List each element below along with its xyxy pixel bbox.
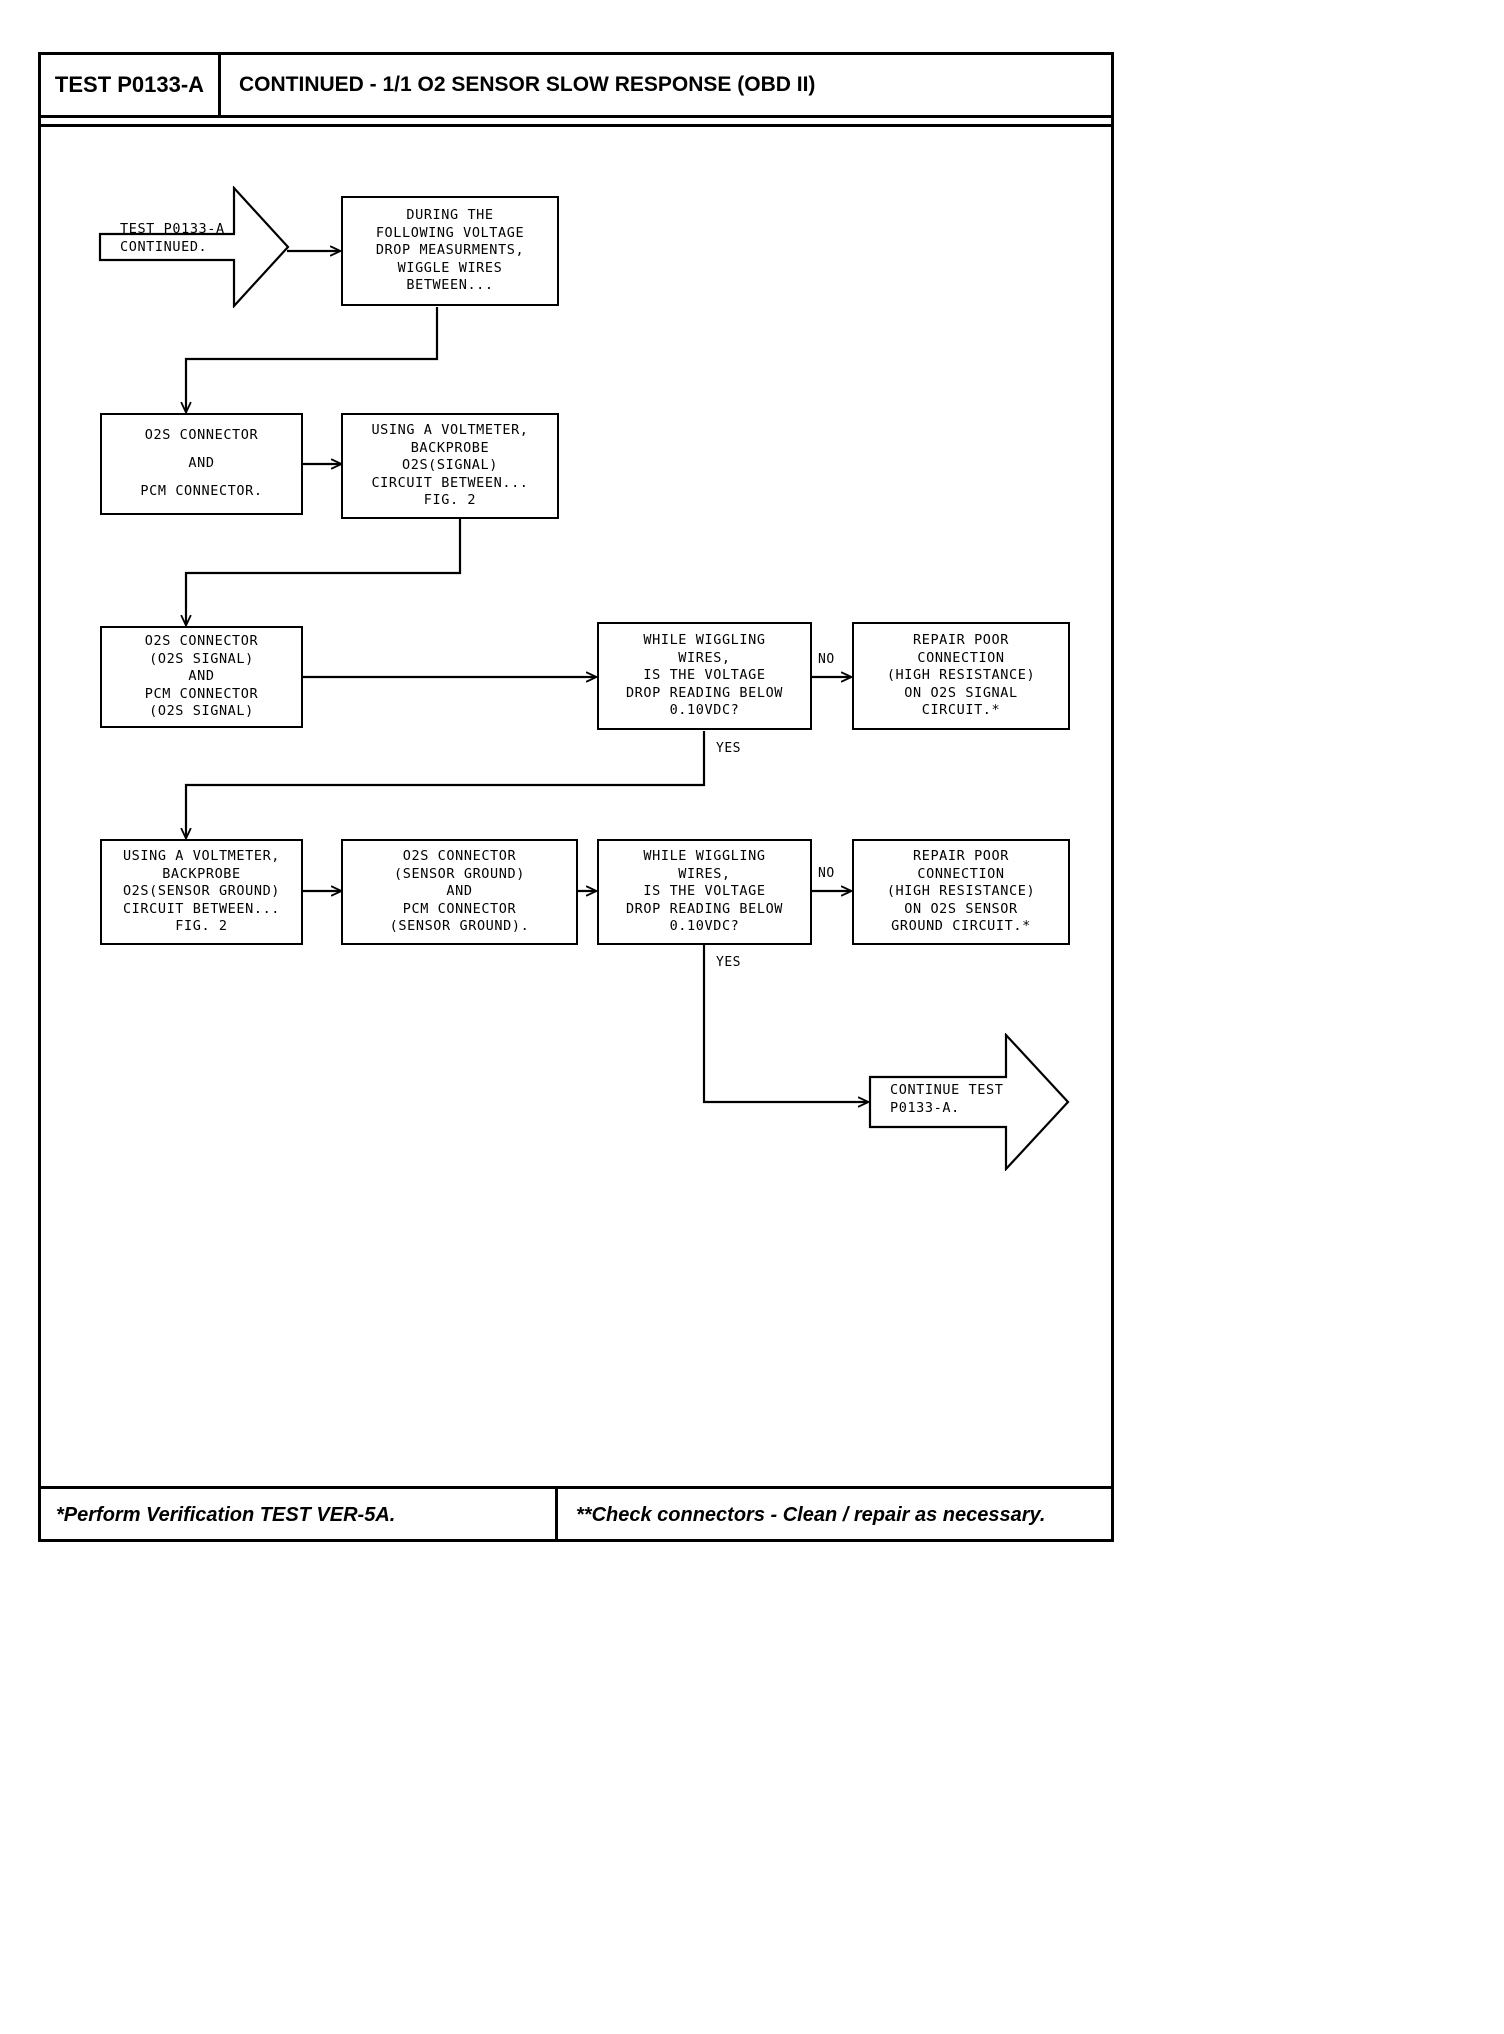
box-repair-ground: REPAIR POOR CONNECTION (HIGH RESISTANCE)… <box>852 839 1070 945</box>
start-arrow-callout: TEST P0133-A CONTINUED. <box>98 185 290 309</box>
box-voltmeter-signal: USING A VOLTMETER, BACKPROBE O2S(SIGNAL)… <box>341 413 559 519</box>
footer-note-right-cell: **Check connectors - Clean / repair as n… <box>558 1489 1114 1542</box>
footer-note-left: *Perform Verification TEST VER-5A. <box>56 1504 396 1526</box>
box-voltmeter-signal-text: USING A VOLTMETER, BACKPROBE O2S(SIGNAL)… <box>371 422 529 509</box>
edge-label-yes-ground: YES <box>716 955 741 970</box>
decision-signal-text: WHILE WIGGLING WIRES, IS THE VOLTAGE DRO… <box>625 632 784 719</box>
box-voltmeter-ground-text: USING A VOLTMETER, BACKPROBE O2S(SENSOR … <box>122 848 281 935</box>
footer-note-right: **Check connectors - Clean / repair as n… <box>576 1504 1046 1526</box>
end-arrow-callout: CONTINUE TEST P0133-A. <box>868 1032 1070 1172</box>
decision-ground-text: WHILE WIGGLING WIRES, IS THE VOLTAGE DRO… <box>625 848 784 935</box>
header-bar: TEST P0133-A CONTINUED - 1/1 O2 SENSOR S… <box>38 52 1114 118</box>
edge-label-no-signal: NO <box>818 652 835 667</box>
box-connectors: O2S CONNECTOR AND PCM CONNECTOR. <box>100 413 303 515</box>
box-signal-points: O2S CONNECTOR (O2S SIGNAL) AND PCM CONNE… <box>100 626 303 728</box>
decision-ground: WHILE WIGGLING WIRES, IS THE VOLTAGE DRO… <box>597 839 812 945</box>
box-wiggle-intro-text: DURING THE FOLLOWING VOLTAGE DROP MEASUR… <box>375 207 525 294</box>
box-repair-signal-text: REPAIR POOR CONNECTION (HIGH RESISTANCE)… <box>886 632 1036 719</box>
edge-label-no-ground: NO <box>818 866 835 881</box>
box-wiggle-intro: DURING THE FOLLOWING VOLTAGE DROP MEASUR… <box>341 196 559 306</box>
box-voltmeter-ground: USING A VOLTMETER, BACKPROBE O2S(SENSOR … <box>100 839 303 945</box>
header-title-cell: CONTINUED - 1/1 O2 SENSOR SLOW RESPONSE … <box>221 55 1111 115</box>
end-arrow-label: CONTINUE TEST P0133-A. <box>890 1082 1004 1117</box>
edge-label-yes-signal: YES <box>716 741 741 756</box>
footer-bar: *Perform Verification TEST VER-5A. **Che… <box>38 1486 1114 1542</box>
box-repair-ground-text: REPAIR POOR CONNECTION (HIGH RESISTANCE)… <box>886 848 1036 935</box>
page-title: CONTINUED - 1/1 O2 SENSOR SLOW RESPONSE … <box>239 73 816 96</box>
header-divider-rule <box>38 124 1114 127</box>
box-ground-points: O2S CONNECTOR (SENSOR GROUND) AND PCM CO… <box>341 839 578 945</box>
box-signal-points-text: O2S CONNECTOR (O2S SIGNAL) AND PCM CONNE… <box>144 633 259 720</box>
box-repair-signal: REPAIR POOR CONNECTION (HIGH RESISTANCE)… <box>852 622 1070 730</box>
header-test-id: TEST P0133-A <box>54 72 205 97</box>
header-test-id-cell: TEST P0133-A <box>41 55 221 115</box>
decision-signal: WHILE WIGGLING WIRES, IS THE VOLTAGE DRO… <box>597 622 812 730</box>
box-connectors-text: O2S CONNECTOR AND PCM CONNECTOR. <box>140 427 263 499</box>
start-arrow-label: TEST P0133-A CONTINUED. <box>120 221 225 256</box>
footer-note-left-cell: *Perform Verification TEST VER-5A. <box>38 1489 558 1542</box>
box-ground-points-text: O2S CONNECTOR (SENSOR GROUND) AND PCM CO… <box>389 848 530 935</box>
